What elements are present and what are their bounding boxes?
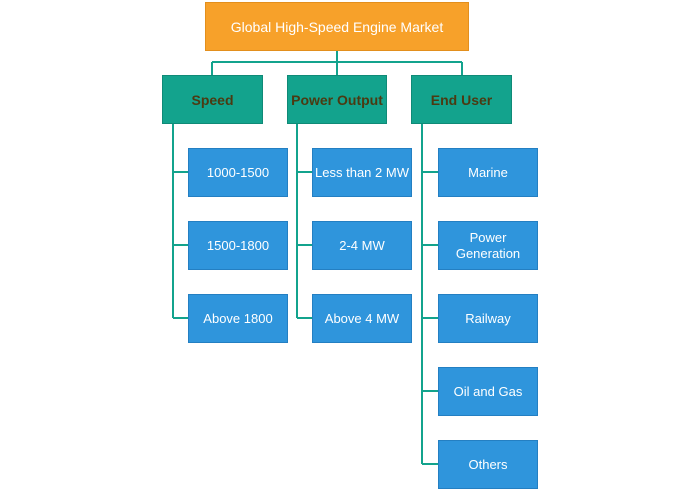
leaf-enduser-5: Others (438, 440, 538, 489)
root-node: Global High-Speed Engine Market (205, 2, 469, 51)
leaf-enduser-2: Power Generation (438, 221, 538, 270)
category-end-user: End User (411, 75, 512, 124)
leaf-label: Marine (468, 164, 508, 180)
category-power-output: Power Output (287, 75, 387, 124)
leaf-speed-2: 1500-1800 (188, 221, 288, 270)
leaf-speed-3: Above 1800 (188, 294, 288, 343)
leaf-label: Above 1800 (203, 310, 273, 326)
leaf-label: 2-4 MW (339, 237, 385, 253)
category-label: Speed (191, 91, 234, 108)
leaf-enduser-4: Oil and Gas (438, 367, 538, 416)
leaf-label: Power Generation (455, 229, 521, 261)
category-label: End User (430, 91, 493, 108)
leaf-enduser-3: Railway (438, 294, 538, 343)
leaf-power-2: 2-4 MW (312, 221, 412, 270)
leaf-speed-1: 1000-1500 (188, 148, 288, 197)
leaf-enduser-1: Marine (438, 148, 538, 197)
leaf-label: Less than 2 MW (315, 164, 409, 180)
leaf-label: Above 4 MW (324, 310, 400, 326)
category-label: Power Output (291, 91, 383, 108)
leaf-label: Others (468, 456, 508, 472)
leaf-label: 1500-1800 (206, 237, 270, 253)
leaf-label: Oil and Gas (453, 383, 523, 399)
root-label: Global High-Speed Engine Market (230, 18, 444, 35)
leaf-label: 1000-1500 (206, 164, 270, 180)
category-speed: Speed (162, 75, 263, 124)
leaf-power-3: Above 4 MW (312, 294, 412, 343)
leaf-label: Railway (465, 310, 511, 326)
leaf-power-1: Less than 2 MW (312, 148, 412, 197)
